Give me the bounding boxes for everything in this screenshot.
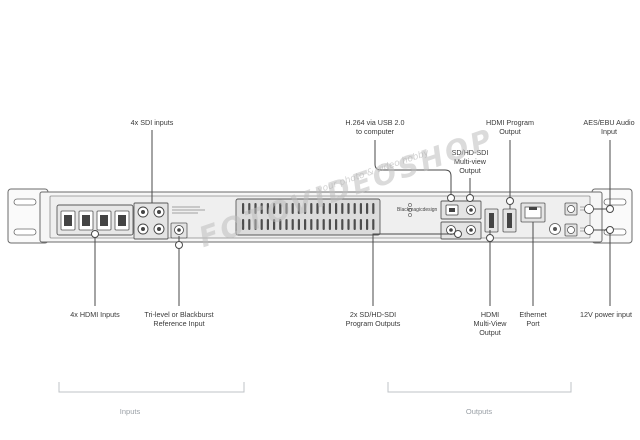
- aes-connector: [564, 202, 594, 216]
- vent-slot: [291, 219, 294, 230]
- vent-slot: [341, 219, 344, 230]
- vent-slot: [353, 219, 356, 230]
- vent-slot: [273, 219, 276, 230]
- power-connector: [564, 223, 594, 237]
- sdi-inputs-block: [133, 202, 169, 240]
- vent-slot: [310, 219, 313, 230]
- vent-slot: [266, 203, 269, 214]
- label-power: 12V power input: [580, 310, 632, 319]
- vent-slot: [285, 219, 288, 230]
- vent-slot: [254, 219, 257, 230]
- program-outputs-block: [440, 221, 482, 240]
- brand-label: Blackmagicdesign: [397, 207, 438, 213]
- vent-slot: [341, 203, 344, 214]
- vent-slot: [285, 203, 288, 214]
- hdmi-outputs-block: [484, 208, 517, 233]
- reference-input-connector: [170, 222, 188, 239]
- vent-slot: [279, 219, 282, 230]
- vent-slot: [322, 203, 325, 214]
- vent-slot: [297, 203, 300, 214]
- vent-slot: [328, 203, 331, 214]
- vent-slot: [372, 203, 375, 214]
- vent-slot: [297, 219, 300, 230]
- vent-slot: [291, 203, 294, 214]
- power-circle: [549, 223, 561, 235]
- vent-slot: [304, 219, 307, 230]
- usb-and-multiview-block: [440, 200, 482, 220]
- leader-h264-dot: [447, 194, 455, 202]
- model-text-lines: [172, 206, 205, 214]
- vent-slot: [347, 219, 350, 230]
- outputs-bracket: [387, 382, 572, 393]
- vent-slot: [304, 203, 307, 214]
- leader-h264: [374, 140, 452, 201]
- leader-reference-dot: [175, 241, 183, 249]
- brand-area: [408, 203, 412, 217]
- inputs-bracket: [58, 382, 245, 393]
- callout-lines: [91, 130, 614, 306]
- vent-slots: [242, 203, 375, 230]
- leader-hdmi-inputs-dot: [91, 230, 99, 238]
- leader-program-outputs-dot: [454, 230, 462, 238]
- vent-slot: [359, 219, 362, 230]
- vent-slot: [335, 203, 338, 214]
- vent-slot: [242, 219, 245, 230]
- leader-program-outputs: [372, 233, 461, 306]
- ethernet-port: [520, 202, 546, 223]
- hdmi-inputs-block: [56, 204, 134, 236]
- vent-slot: [322, 219, 325, 230]
- vent-slot: [248, 203, 251, 214]
- vent-slot: [366, 219, 369, 230]
- vent-slot: [273, 203, 276, 214]
- leader-hdmi-program-dot: [506, 197, 514, 205]
- vent-slot: [316, 203, 319, 214]
- label-hdmi-inputs: 4x HDMI Inputs: [70, 310, 120, 319]
- leader-multiview-dot: [466, 194, 474, 202]
- vent-slot: [248, 219, 251, 230]
- vent-slot: [347, 203, 350, 214]
- vent-slot: [316, 219, 319, 230]
- vent-slot: [366, 203, 369, 214]
- label-sdi-inputs: 4x SDI inputs: [130, 118, 174, 127]
- group-label-outputs: Outputs: [465, 407, 493, 416]
- vent-slot: [335, 219, 338, 230]
- vent-slot: [242, 203, 245, 214]
- vent-slot: [328, 219, 331, 230]
- leader-aes-dot: [606, 205, 614, 213]
- vent-slot: [254, 203, 257, 214]
- vent-slot: [359, 203, 362, 214]
- vent-slot: [260, 203, 263, 214]
- vent-slot: [353, 203, 356, 214]
- vent-slot: [266, 219, 269, 230]
- group-label-inputs: Inputs: [119, 407, 141, 416]
- group-brackets: [58, 382, 572, 393]
- leader-hdmi-multiview-dot: [486, 234, 494, 242]
- vent-slot: [279, 203, 282, 214]
- leader-power-dot: [606, 226, 614, 234]
- vent-grille: [235, 198, 381, 236]
- vent-slot: [310, 203, 313, 214]
- vent-slot: [372, 219, 375, 230]
- vent-slot: [260, 219, 263, 230]
